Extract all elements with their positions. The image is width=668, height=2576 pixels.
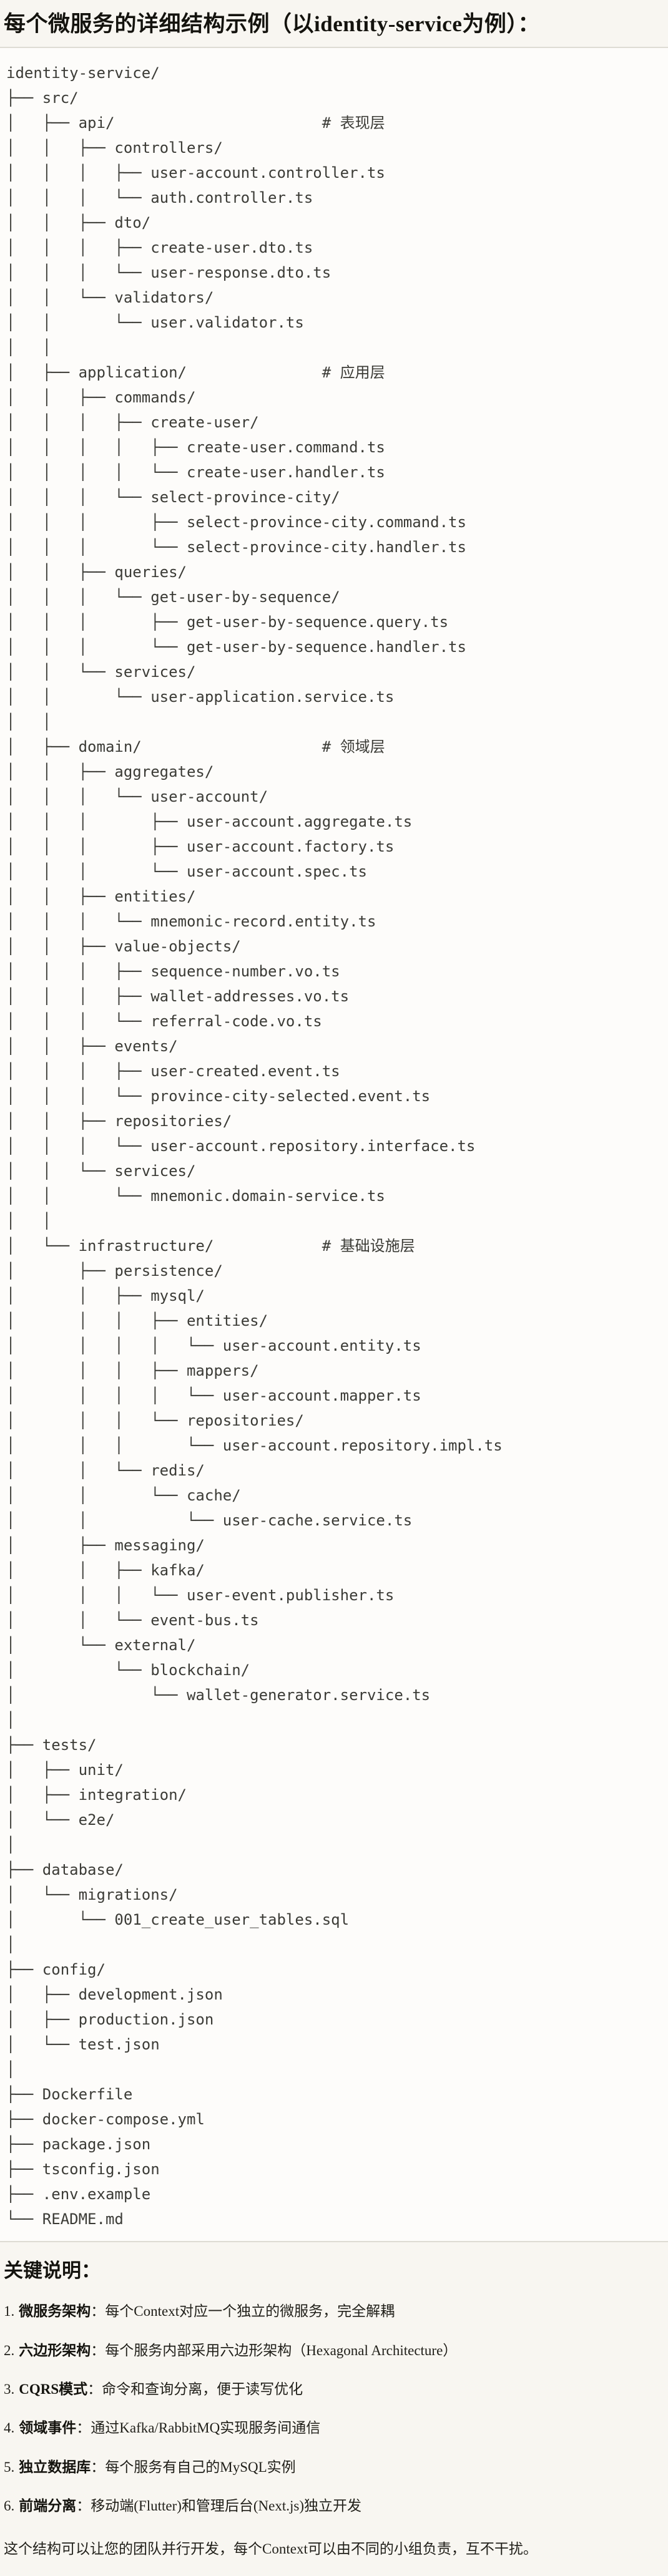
code-block: identity-service/ ├── src/ │ ├── api/ # … [0, 46, 668, 2242]
page-title: 每个微服务的详细结构示例（以identity-service为例）： [4, 12, 540, 36]
note-number: 6. [4, 2497, 15, 2514]
note-item: 3.CQRS模式：命令和查询分离，便于读写优化 [4, 2379, 657, 2399]
note-number: 1. [4, 2303, 15, 2320]
note-label: 六边形架构 [19, 2342, 91, 2358]
note-text: ：每个服务有自己的MySQL实例 [91, 2459, 296, 2475]
note-label: CQRS模式 [19, 2381, 88, 2397]
note-number: 5. [4, 2459, 15, 2475]
notes-heading: 关键说明： [4, 2259, 101, 2282]
notes-section: 关键说明： 1.微服务架构：每个Context对应一个独立的微服务，完全解耦 2… [0, 2242, 668, 2576]
note-label: 独立数据库 [19, 2459, 91, 2475]
note-item: 5.独立数据库：每个服务有自己的MySQL实例 [4, 2457, 657, 2477]
note-number: 4. [4, 2420, 15, 2436]
note-text: ：每个服务内部采用六边形架构（Hexagonal Architecture） [91, 2342, 458, 2358]
note-number: 2. [4, 2342, 15, 2358]
file-tree: identity-service/ ├── src/ │ ├── api/ # … [6, 64, 503, 2228]
note-item: 4.领域事件：通过Kafka/RabbitMQ实现服务间通信 [4, 2418, 657, 2438]
note-text: ：命令和查询分离，便于读写优化 [87, 2381, 303, 2397]
note-text: ：每个Context对应一个独立的微服务，完全解耦 [91, 2303, 395, 2320]
note-item: 1.微服务架构：每个Context对应一个独立的微服务，完全解耦 [4, 2301, 657, 2321]
note-text: ：通过Kafka/RabbitMQ实现服务间通信 [76, 2420, 321, 2436]
note-item: 2.六边形架构：每个服务内部采用六边形架构（Hexagonal Architec… [4, 2340, 657, 2361]
note-text: ：移动端(Flutter)和管理后台(Next.js)独立开发 [76, 2497, 362, 2514]
note-label: 微服务架构 [19, 2303, 91, 2320]
note-number: 3. [4, 2381, 15, 2397]
note-label: 前端分离 [19, 2497, 77, 2514]
note-label: 领域事件 [19, 2420, 77, 2436]
note-item: 6.前端分离：移动端(Flutter)和管理后台(Next.js)独立开发 [4, 2496, 657, 2516]
closing-paragraph: 这个结构可以让您的团队并行开发，每个Context可以由不同的小组负责，互不干扰… [4, 2541, 538, 2557]
